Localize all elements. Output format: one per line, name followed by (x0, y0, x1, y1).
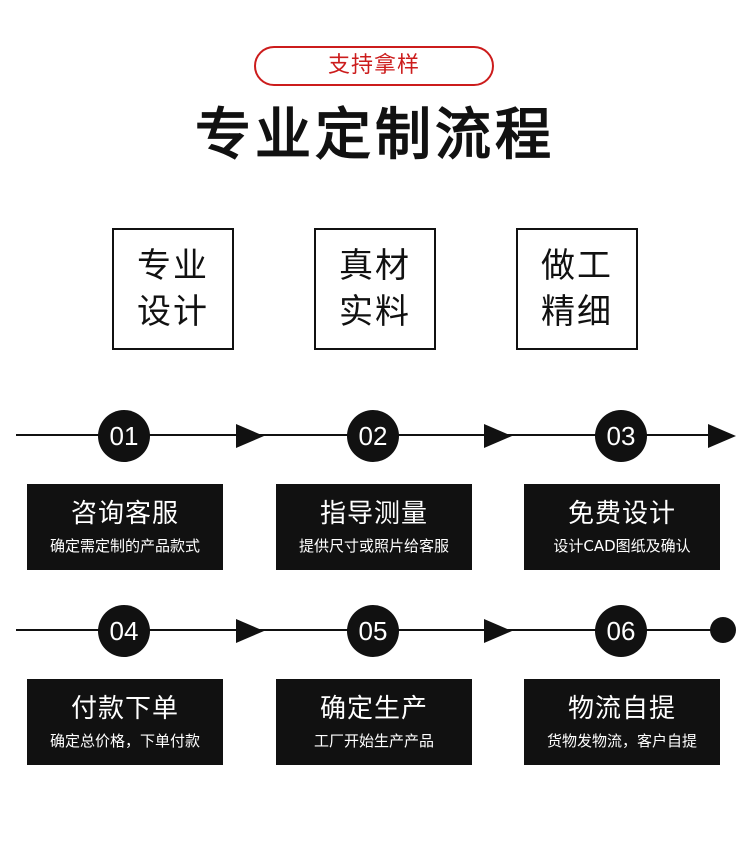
step-title: 咨询客服 (70, 499, 179, 529)
feature-line: 精细 (541, 292, 613, 332)
feature-line: 专业 (137, 246, 209, 286)
step-title: 物流自提 (567, 694, 676, 724)
step-card: 物流自提 货物发物流，客户自提 (524, 679, 720, 765)
step-number: 05 (347, 605, 399, 657)
step-desc: 货物发物流，客户自提 (546, 732, 697, 750)
step-desc: 工厂开始生产产品 (313, 732, 434, 750)
feature-line: 实料 (339, 292, 411, 332)
step-number: 06 (595, 605, 647, 657)
step-card: 指导测量 提供尺寸或照片给客服 (276, 484, 472, 570)
step-number: 03 (595, 410, 647, 462)
feature-box-material: 真材 实料 (314, 228, 436, 350)
feature-line: 真材 (339, 246, 411, 286)
step-title: 指导测量 (319, 499, 428, 529)
arrow-right-icon (708, 424, 736, 448)
arrow-right-icon (236, 619, 264, 643)
step-title: 免费设计 (567, 499, 676, 529)
step-number: 02 (347, 410, 399, 462)
step-number: 01 (98, 410, 150, 462)
step-title: 确定生产 (319, 694, 428, 724)
feature-box-design: 专业 设计 (112, 228, 234, 350)
step-card: 付款下单 确定总价格，下单付款 (27, 679, 223, 765)
arrow-right-icon (484, 424, 512, 448)
feature-line: 做工 (541, 246, 613, 286)
step-card: 确定生产 工厂开始生产产品 (276, 679, 472, 765)
step-card: 咨询客服 确定需定制的产品款式 (27, 484, 223, 570)
step-title: 付款下单 (70, 694, 179, 724)
timeline-row-2: 04 05 06 (0, 600, 750, 660)
page-title: 专业定制流程 (195, 103, 555, 168)
step-desc: 设计CAD图纸及确认 (553, 537, 691, 555)
end-dot-icon (710, 617, 736, 643)
step-desc: 确定需定制的产品款式 (49, 537, 200, 555)
arrow-right-icon (484, 619, 512, 643)
step-desc: 提供尺寸或照片给客服 (298, 537, 449, 555)
step-desc: 确定总价格，下单付款 (49, 732, 200, 750)
step-card: 免费设计 设计CAD图纸及确认 (524, 484, 720, 570)
arrow-right-icon (236, 424, 264, 448)
feature-line: 设计 (137, 292, 209, 332)
sample-badge: 支持拿样 (254, 46, 494, 86)
feature-box-craft: 做工 精细 (516, 228, 638, 350)
step-number: 04 (98, 605, 150, 657)
timeline-row-1: 01 02 03 (0, 405, 750, 465)
